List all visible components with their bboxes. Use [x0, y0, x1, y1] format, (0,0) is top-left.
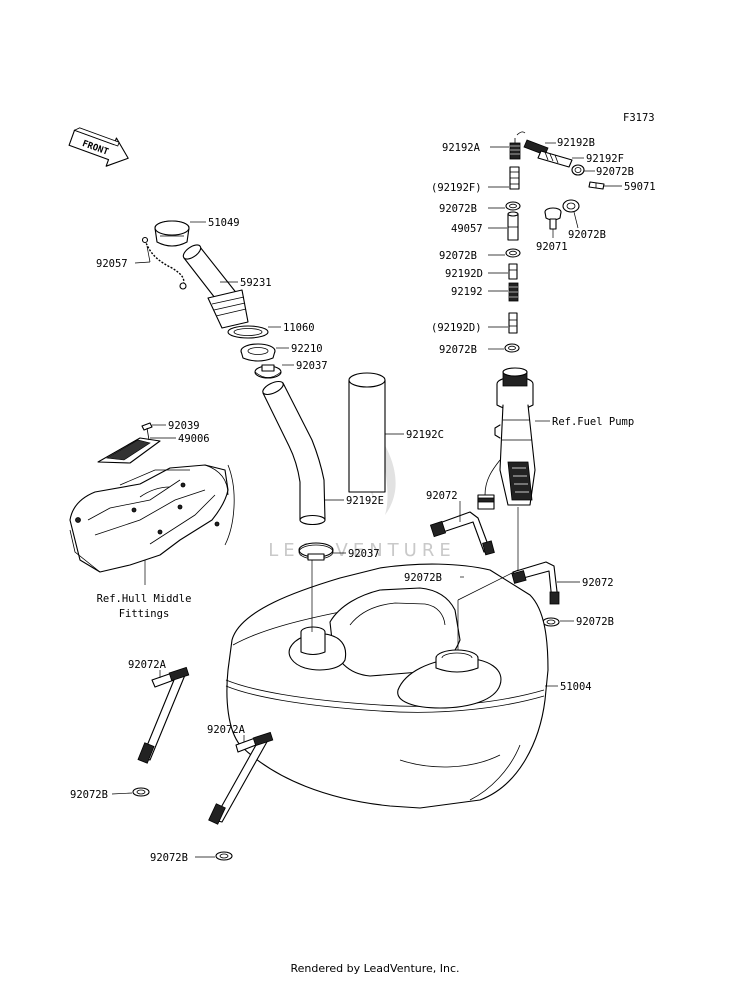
label-92072B-5: 92072B [439, 344, 477, 356]
label-92072B-4: 92072B [568, 229, 606, 241]
label-92192C: 92192C [406, 429, 444, 441]
hull-middle-fittings [69, 422, 235, 573]
clip-92072B-9 [215, 851, 233, 861]
label-92192D: 92192D [445, 268, 483, 280]
label-11060: 11060 [283, 322, 315, 334]
leader-lines [111, 142, 622, 858]
label-ref-hull-2: Fittings [119, 608, 170, 620]
hose-92192E [262, 380, 326, 526]
strap-92072A-1 [137, 666, 190, 764]
clip-92072B-2 [505, 201, 521, 211]
label-49006: 49006 [178, 433, 210, 445]
label-92192F-paren: (92192F) [431, 182, 482, 194]
gasket-11060 [227, 325, 269, 339]
hose-92192D [508, 263, 518, 280]
label-92039: 92039 [168, 420, 200, 432]
strap-92072A-2 [208, 731, 274, 825]
label-92072B-7: 92072B [576, 616, 614, 628]
label-59071: 59071 [624, 181, 656, 193]
footer-credit: Rendered by LeadVenture, Inc. [290, 962, 460, 975]
label-92192: 92192 [451, 286, 483, 298]
hose-92192A [509, 131, 526, 160]
label-51004: 51004 [560, 681, 592, 693]
fuel-tank-51004 [225, 563, 549, 809]
fuel-pump [477, 367, 536, 510]
label-92072B-6: 92072B [404, 572, 442, 584]
label-92192F: 92192F [586, 153, 624, 165]
fitting-59071 [588, 181, 605, 190]
label-92072B-2: 92072B [439, 203, 477, 215]
clamp-92037-upper [254, 364, 282, 379]
diagram-code: F3173 [623, 112, 655, 124]
nut-92210 [240, 343, 276, 362]
label-92071: 92071 [536, 241, 568, 253]
label-92072-b: 92072 [582, 577, 614, 589]
hose-92192D-paren [508, 312, 518, 334]
clip-92072B-7 [542, 617, 560, 627]
label-92072-a: 92072 [426, 490, 458, 502]
strap-92072-a [429, 511, 495, 556]
hose-92192F-paren [509, 166, 520, 190]
label-49057: 49057 [451, 223, 483, 235]
label-92037-upper: 92037 [296, 360, 328, 372]
fitting-49057 [507, 211, 519, 241]
label-92192B: 92192B [557, 137, 595, 149]
label-92072A-2: 92072A [207, 724, 246, 736]
label-92072B-8: 92072B [70, 789, 108, 801]
part-labels: 51049 92057 59231 11060 92210 92037 9203… [70, 137, 656, 864]
strap-92072-b [511, 561, 560, 605]
clip-92072B-3 [505, 248, 521, 258]
clip-92072B-5 [504, 343, 520, 353]
label-92192D-paren: (92192D) [431, 322, 482, 334]
label-ref-hull-1: Ref.Hull Middle [97, 593, 192, 605]
label-92057: 92057 [96, 258, 128, 270]
label-92037-lower: 92037 [348, 548, 380, 560]
label-92072A-1: 92072A [128, 659, 167, 671]
label-59231: 59231 [240, 277, 272, 289]
label-92192E: 92192E [346, 495, 384, 507]
label-92210: 92210 [291, 343, 323, 355]
filler-neck-59231 [182, 244, 249, 329]
clip-92072B-8 [132, 787, 150, 797]
label-51049: 51049 [208, 217, 240, 229]
hose-92192C [348, 372, 386, 493]
label-92072B-9: 92072B [150, 852, 188, 864]
clamp-92037-lower [298, 542, 334, 561]
valve-92071 [544, 207, 562, 230]
label-92192A: 92192A [442, 142, 481, 154]
label-92072B-3: 92072B [439, 250, 477, 262]
label-92072B-1: 92072B [596, 166, 634, 178]
clip-92072B-1 [571, 164, 585, 176]
fuel-cap-51049 [154, 220, 190, 247]
front-arrow-icon: FRONT [68, 127, 129, 167]
tether-92057 [141, 236, 187, 290]
hose-92192 [508, 282, 519, 302]
clip-92072B-4 [562, 199, 580, 213]
label-ref-fuel-pump: Ref.Fuel Pump [552, 416, 634, 428]
hose-92192F [537, 150, 573, 168]
